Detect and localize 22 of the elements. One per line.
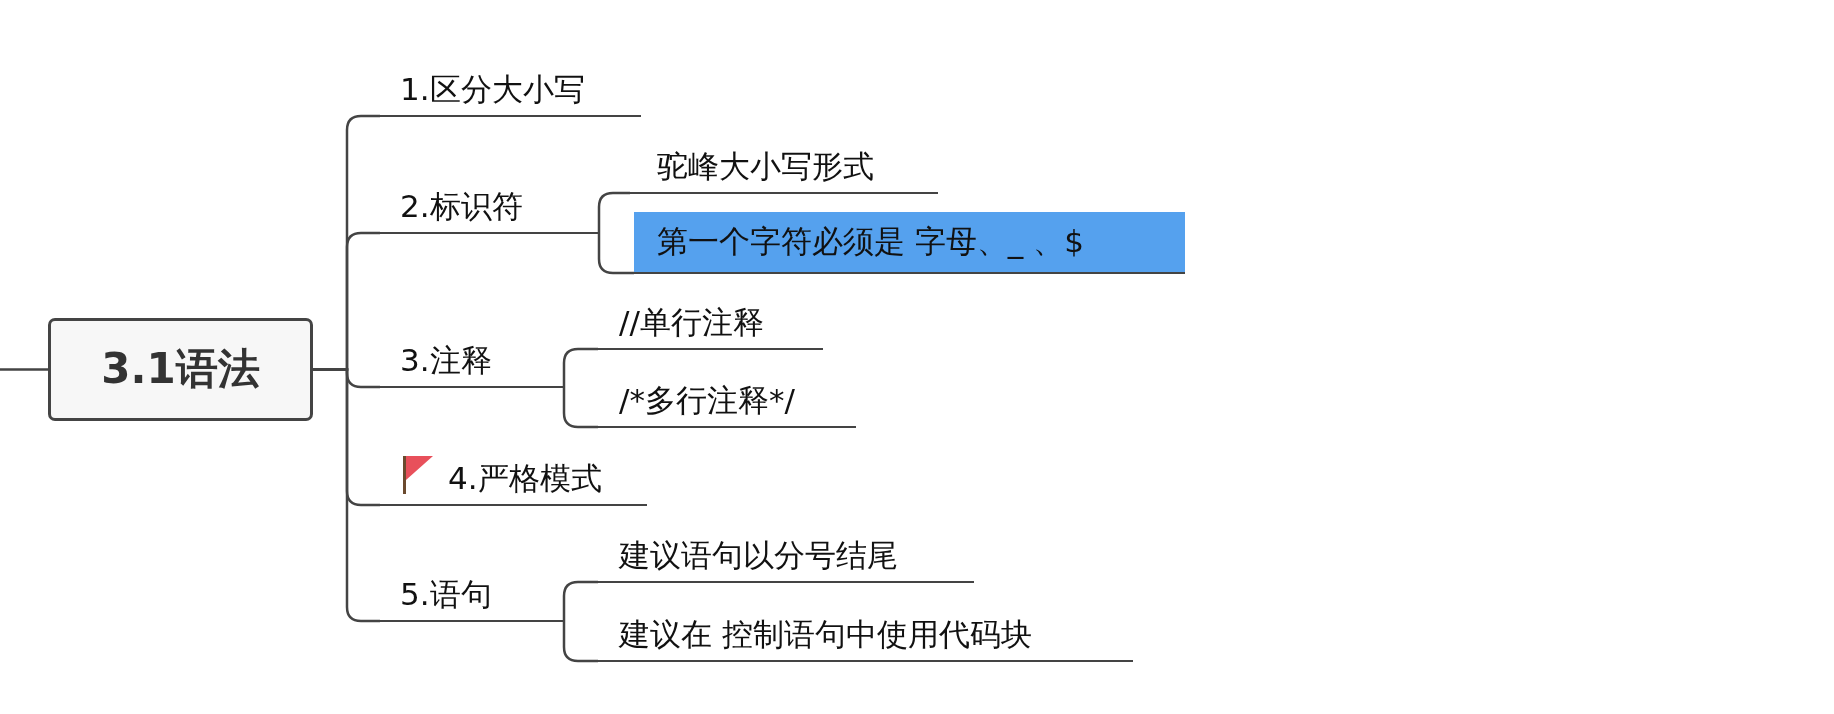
connector-line bbox=[597, 191, 630, 235]
topic-text: 5.语句 bbox=[400, 575, 492, 614]
topic-text: 3.注释 bbox=[400, 341, 492, 380]
topic-text: 建议在 控制语句中使用代码块 bbox=[619, 615, 1032, 654]
topic-text: 1.区分大小写 bbox=[400, 70, 585, 109]
connector-line bbox=[597, 231, 634, 275]
connector-line bbox=[562, 580, 598, 623]
connector-line bbox=[562, 619, 598, 663]
connector-line bbox=[562, 347, 598, 389]
connector-line bbox=[562, 385, 598, 429]
topic-text: 建议语句以分号结尾 bbox=[619, 536, 898, 575]
highlighted-topic bbox=[634, 212, 1185, 274]
central-topic-box bbox=[48, 318, 313, 421]
topic-text: /*多行注释*/ bbox=[619, 381, 795, 420]
topic-text: 第一个字符必须是 字母、_ 、$ bbox=[657, 223, 1084, 261]
connector-line bbox=[0, 368, 48, 371]
connector-line bbox=[313, 368, 380, 623]
topic-text: 4.严格模式 bbox=[448, 459, 602, 498]
topic-text: 3.1语法 bbox=[101, 344, 260, 395]
topic-text: 驼峰大小写形式 bbox=[657, 147, 874, 186]
topic-text: //单行注释 bbox=[619, 303, 764, 342]
topic-text: 2.标识符 bbox=[400, 187, 523, 226]
